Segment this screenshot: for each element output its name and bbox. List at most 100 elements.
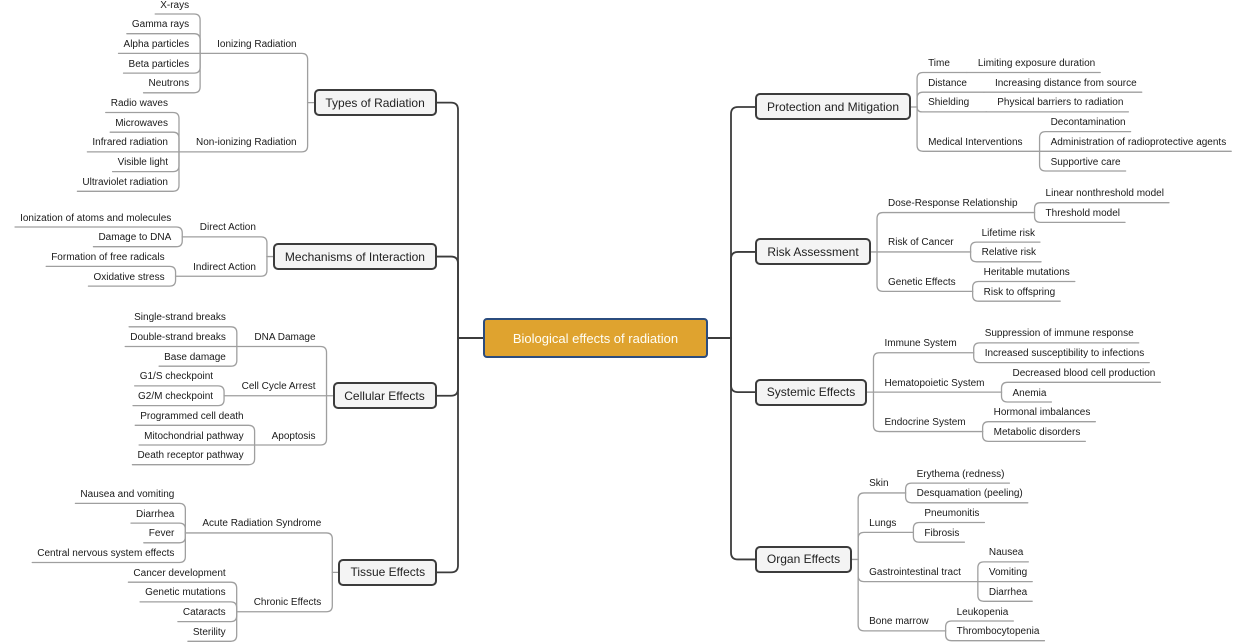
topic-non-ionizing-radiation[interactable]: Non-ionizing Radiation: [195, 137, 297, 149]
topic-direct-action[interactable]: Direct Action: [199, 222, 256, 234]
topic-g2-m-checkpoint[interactable]: G2/M checkpoint: [138, 391, 214, 403]
topic-fibrosis[interactable]: Fibrosis: [924, 527, 960, 539]
topic-apoptosis[interactable]: Apoptosis: [271, 430, 316, 442]
topic-relative-risk[interactable]: Relative risk: [981, 247, 1037, 259]
topic-base-damage[interactable]: Base damage: [164, 351, 226, 363]
topic-anemia[interactable]: Anemia: [1012, 387, 1047, 399]
topic-increased-susceptibility-to-infections[interactable]: Increased susceptibility to infections: [984, 348, 1145, 360]
topic-mitochondrial-pathway[interactable]: Mitochondrial pathway: [144, 430, 244, 442]
topic-hematopoietic-system[interactable]: Hematopoietic System: [884, 377, 985, 389]
topic-lungs[interactable]: Lungs: [869, 517, 897, 529]
topic-double-strand-breaks[interactable]: Double-strand breaks: [130, 332, 226, 343]
topic-decontamination[interactable]: Decontamination: [1050, 117, 1126, 129]
topic-desquamation-peeling[interactable]: Desquamation (peeling): [916, 488, 1023, 500]
topic-formation-of-free-radicals[interactable]: Formation of free radicals: [51, 251, 165, 263]
topic-hormonal-imbalances[interactable]: Hormonal imbalances: [993, 407, 1091, 419]
branch-node-risk-assessment[interactable]: Risk Assessment: [755, 238, 871, 266]
topic-ionizing-radiation[interactable]: Ionizing Radiation: [217, 38, 297, 50]
topic-decreased-blood-cell-production[interactable]: Decreased blood cell production: [1012, 367, 1156, 379]
topic-risk-of-cancer[interactable]: Risk of Cancer: [888, 237, 954, 249]
branch-node-systemic-effects[interactable]: Systemic Effects: [755, 378, 867, 406]
branch-connector: [876, 251, 974, 292]
topic-metabolic-disorders[interactable]: Metabolic disorders: [993, 426, 1081, 438]
topic-neutrons[interactable]: Neutrons: [148, 78, 190, 90]
topic-bone-marrow[interactable]: Bone marrow: [869, 616, 929, 628]
topic-central-nervous-system-effects[interactable]: Central nervous system effects: [37, 548, 175, 559]
topic-oxidative-stress[interactable]: Oxidative stress: [93, 271, 165, 283]
topic-dose-response-relationship[interactable]: Dose-Response Relationship: [888, 198, 1018, 210]
branch-connector: [904, 492, 1029, 504]
branch-connector: [184, 532, 333, 573]
topic-linear-nonthreshold-model[interactable]: Linear nonthreshold model: [1045, 188, 1164, 200]
topic-acute-radiation-syndrome[interactable]: Acute Radiation Syndrome: [202, 518, 322, 530]
topic-infrared-radiation[interactable]: Infrared radiation: [92, 137, 168, 149]
branch-connector: [971, 290, 1061, 302]
topic-x-rays[interactable]: X-rays: [160, 0, 190, 11]
topic-genetic-mutations[interactable]: Genetic mutations: [145, 587, 226, 599]
branch-connector: [944, 620, 1014, 632]
branch-node-protection-and-mitigation[interactable]: Protection and Mitigation: [755, 93, 911, 121]
topic-chronic-effects[interactable]: Chronic Effects: [253, 597, 322, 609]
topic-damage-to-dna[interactable]: Damage to DNA: [98, 232, 172, 244]
topic-leukopenia[interactable]: Leukopenia: [956, 606, 1009, 618]
topic-cancer-development[interactable]: Cancer development: [133, 567, 226, 579]
topic-administration-of-radioprotective-agents[interactable]: Administration of radioprotective agents: [1050, 136, 1227, 148]
branch-node-cellular-effects[interactable]: Cellular Effects: [332, 382, 437, 410]
branch-node-types-of-radiation[interactable]: Types of Radiation: [313, 89, 437, 117]
topic-risk-to-offspring[interactable]: Risk to offspring: [983, 286, 1056, 298]
topic-nausea-and-vomiting[interactable]: Nausea and vomiting: [80, 488, 175, 500]
branch-connector: [131, 444, 256, 466]
branch-connector: [973, 342, 1140, 354]
topic-medical-interventions[interactable]: Medical Interventions: [928, 136, 1023, 148]
topic-heritable-mutations[interactable]: Heritable mutations: [983, 267, 1070, 278]
topic-sterility[interactable]: Sterility: [192, 626, 226, 638]
topic-ionization-of-atoms-and-molecules[interactable]: Ionization of atoms and molecules: [20, 212, 172, 224]
topic-threshold-model[interactable]: Threshold model: [1045, 207, 1121, 219]
topic-time[interactable]: Time: [928, 58, 950, 69]
topic-fever[interactable]: Fever: [148, 528, 175, 540]
topic-alpha-particles[interactable]: Alpha particles: [123, 38, 190, 50]
topic-supportive-care[interactable]: Supportive care: [1050, 156, 1121, 168]
branch-node-tissue-effects[interactable]: Tissue Effects: [338, 558, 438, 586]
topic-dna-damage[interactable]: DNA Damage: [254, 332, 316, 343]
topic-microwaves[interactable]: Microwaves: [115, 117, 168, 129]
topic-shielding[interactable]: Shielding: [928, 97, 970, 109]
branch-connector: [436, 337, 484, 397]
branch-connector: [977, 580, 1033, 602]
topic-increasing-distance-from-source[interactable]: Increasing distance from source: [994, 77, 1137, 89]
topic-cell-cycle-arrest[interactable]: Cell Cycle Arrest: [241, 381, 316, 393]
topic-vomiting[interactable]: Vomiting: [988, 567, 1028, 579]
branch-connector: [1000, 381, 1162, 393]
topic-beta-particles[interactable]: Beta particles: [128, 58, 190, 70]
topic-single-strand-breaks[interactable]: Single-strand breaks: [134, 312, 226, 324]
topic-genetic-effects[interactable]: Genetic Effects: [888, 276, 956, 288]
topic-g1-s-checkpoint[interactable]: G1/S checkpoint: [139, 371, 214, 383]
topic-cataracts[interactable]: Cataracts: [182, 607, 226, 619]
topic-diarrhea[interactable]: Diarrhea: [988, 586, 1028, 598]
topic-distance[interactable]: Distance: [928, 77, 967, 89]
topic-endocrine-system[interactable]: Endocrine System: [884, 417, 966, 429]
topic-pneumonitis[interactable]: Pneumonitis: [924, 508, 980, 519]
topic-programmed-cell-death[interactable]: Programmed cell death: [140, 410, 244, 422]
central-topic-node[interactable]: Biological effects of radiation: [483, 318, 708, 358]
topic-suppression-of-immune-response[interactable]: Suppression of immune response: [984, 328, 1134, 340]
branch-node-mechanisms-of-interaction[interactable]: Mechanisms of Interaction: [272, 243, 437, 271]
topic-skin[interactable]: Skin: [869, 478, 889, 490]
topic-diarrhea[interactable]: Diarrhea: [136, 508, 175, 520]
topic-nausea[interactable]: Nausea: [988, 547, 1024, 559]
branch-node-organ-effects[interactable]: Organ Effects: [755, 545, 852, 573]
topic-visible-light[interactable]: Visible light: [117, 157, 168, 169]
topic-lifetime-risk[interactable]: Lifetime risk: [981, 227, 1035, 239]
topic-immune-system[interactable]: Immune System: [884, 338, 957, 350]
topic-radio-waves[interactable]: Radio waves: [110, 98, 168, 109]
topic-limiting-exposure-duration[interactable]: Limiting exposure duration: [977, 58, 1096, 69]
topic-death-receptor-pathway[interactable]: Death receptor pathway: [137, 450, 244, 462]
topic-indirect-action[interactable]: Indirect Action: [193, 261, 256, 273]
topic-ultraviolet-radiation[interactable]: Ultraviolet radiation: [82, 176, 168, 188]
topic-physical-barriers-to-radiation[interactable]: Physical barriers to radiation: [997, 97, 1124, 109]
topic-thrombocytopenia[interactable]: Thrombocytopenia: [956, 626, 1040, 638]
topic-erythema-redness[interactable]: Erythema (redness): [916, 468, 1005, 480]
topic-gamma-rays[interactable]: Gamma rays: [131, 19, 190, 31]
topic-gastrointestinal-tract[interactable]: Gastrointestinal tract: [869, 567, 961, 579]
